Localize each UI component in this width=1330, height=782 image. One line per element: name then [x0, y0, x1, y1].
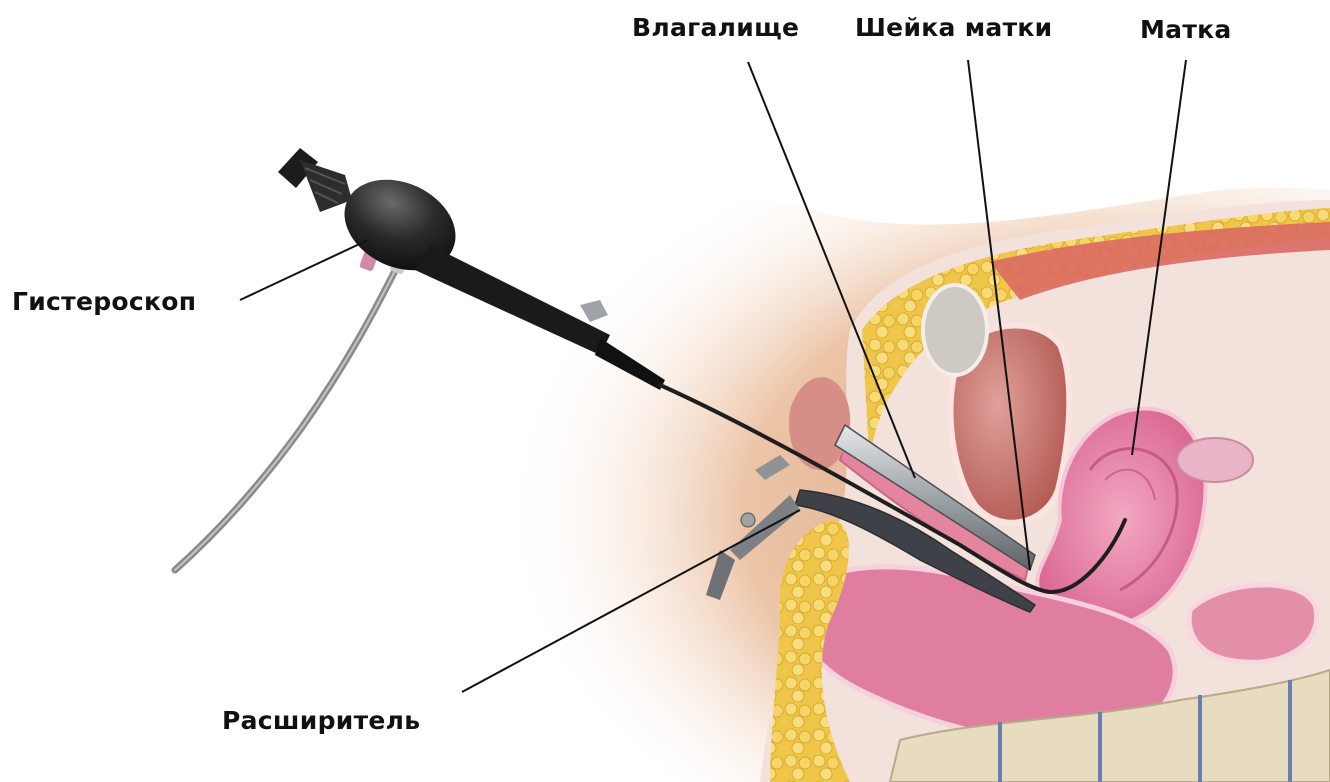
label-cervix: Шейка матки	[855, 13, 1052, 42]
label-speculum: Расширитель	[222, 706, 420, 735]
ovary	[1177, 438, 1253, 482]
pubic-bone	[923, 285, 987, 375]
label-uterus: Матка	[1140, 15, 1232, 44]
label-hysteroscope: Гистероскоп	[12, 287, 196, 316]
light-cable	[175, 265, 398, 570]
label-vagina: Влагалище	[632, 13, 799, 42]
leader-hysteroscope	[240, 240, 368, 300]
rectum	[1189, 585, 1316, 662]
